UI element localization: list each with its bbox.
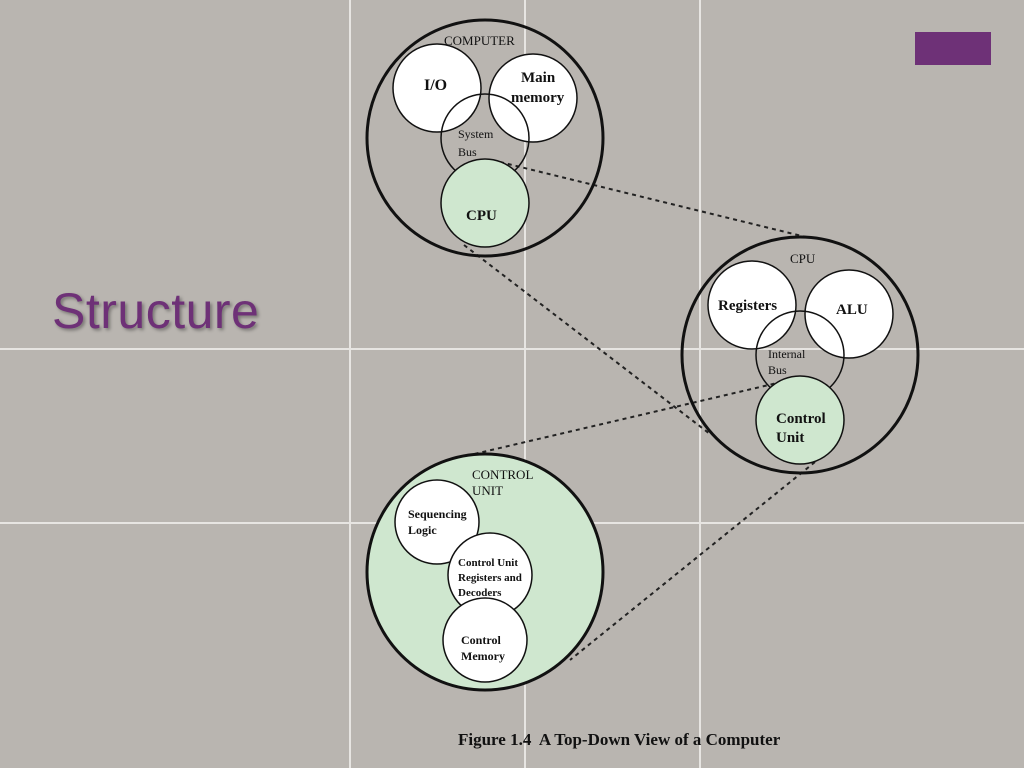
control-unit-circle <box>755 375 845 465</box>
control-memory-label-line-2: Memory <box>461 649 505 663</box>
gridline-vertical-1 <box>349 0 351 768</box>
system-bus-label-line-1: System <box>458 127 494 141</box>
main-memory-label-line-1: Main <box>521 70 556 86</box>
alu-circle <box>804 269 894 359</box>
main-memory-circle <box>488 53 578 143</box>
control-unit-group-label-line-1: CONTROL <box>472 467 533 482</box>
cpu-circle <box>440 158 530 248</box>
connector-cpu-top <box>499 161 811 239</box>
slide-title: Structure <box>52 283 260 339</box>
sequencing-logic-label-line-1: Sequencing <box>408 507 467 521</box>
connector-control-unit-bottom <box>569 461 816 661</box>
internal-bus-label-line-1: Internal <box>768 347 806 361</box>
connector-cpu-bottom <box>463 244 711 435</box>
gridline-horizontal-1 <box>0 348 1024 350</box>
cpu-group: CPU Registers ALU Internal Bus Control U… <box>680 235 920 475</box>
computer-circle <box>365 18 605 258</box>
connector-control-unit-top <box>469 379 791 456</box>
control-unit-label-line-2: Unit <box>776 430 804 446</box>
io-label: I/O <box>424 77 447 94</box>
system-bus-label-line-2: Bus <box>458 145 477 159</box>
registers-decoders-label-line-3: Decoders <box>458 587 502 599</box>
control-memory-circle <box>442 597 528 683</box>
io-circle <box>392 43 482 133</box>
gridline-vertical-2 <box>524 0 526 768</box>
sequencing-logic-label-line-2: Logic <box>408 523 437 537</box>
connector-lines <box>463 161 816 661</box>
control-unit-group-label-line-2: UNIT <box>472 483 503 498</box>
control-memory-label-line-1: Control <box>461 633 501 647</box>
registers-decoders-label-line-2: Registers and <box>458 572 522 584</box>
computer-label: COMPUTER <box>444 33 515 48</box>
alu-label: ALU <box>836 302 868 318</box>
sequencing-logic-circle <box>394 479 480 565</box>
cpu-outer-circle <box>680 235 920 475</box>
registers-label: Registers <box>718 298 777 314</box>
figure-caption: Figure 1.4 A Top-Down View of a Computer <box>458 730 781 749</box>
registers-circle <box>707 260 797 350</box>
registers-decoders-label-line-1: Control Unit <box>458 557 518 569</box>
gridline-vertical-3 <box>699 0 701 768</box>
accent-box <box>915 32 991 65</box>
computer-group: COMPUTER I/O Main memory System Bus CPU <box>365 18 605 258</box>
control-unit-label-line-1: Control <box>776 411 826 427</box>
control-unit-group: CONTROL UNIT Sequencing Logic Control Un… <box>365 452 605 692</box>
cpu-group-label: CPU <box>790 251 816 266</box>
internal-bus-label-line-2: Bus <box>768 363 787 377</box>
main-memory-label-line-2: memory <box>511 90 565 106</box>
cpu-label: CPU <box>466 208 497 224</box>
